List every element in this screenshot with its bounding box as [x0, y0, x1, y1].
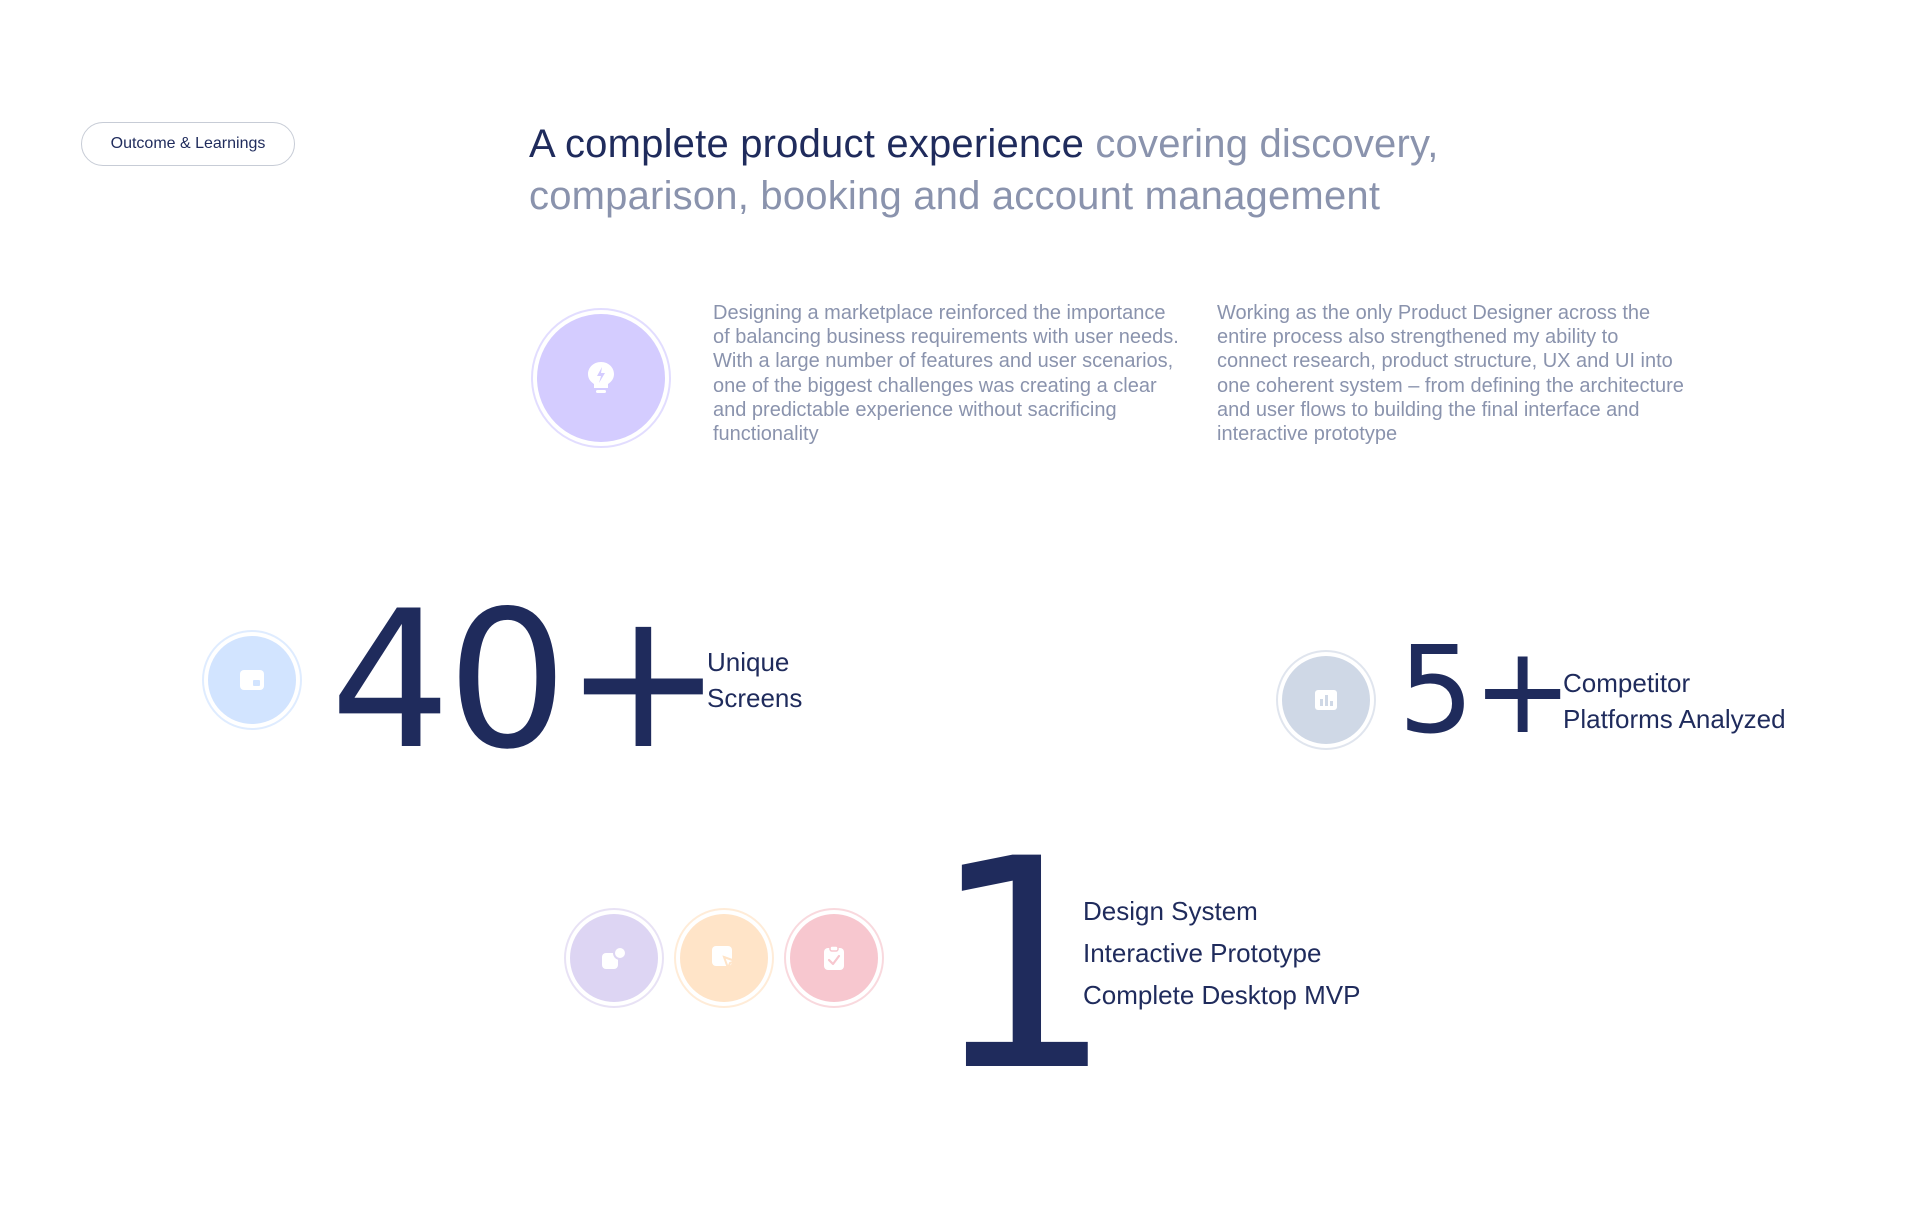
- headline-secondary: covering discovery, comparison, booking …: [529, 122, 1439, 218]
- stat-screens-label-line1: Unique: [707, 647, 790, 677]
- deliverable-interactive-prototype: Interactive Prototype: [1083, 938, 1322, 968]
- clipboard-check-icon: [784, 908, 884, 1008]
- learning-paragraph-1: Designing a marketplace reinforced the i…: [713, 302, 1179, 446]
- stat-screens-label: Unique Screens: [707, 644, 802, 716]
- stat-competitors-value: 5+: [1398, 622, 1573, 761]
- stat-competitors-label-line2: Platforms Analyzed: [1563, 704, 1786, 734]
- cursor-frame-icon: [674, 908, 774, 1008]
- lightbulb-icon: [531, 308, 671, 448]
- stat-screens-label-line2: Screens: [707, 683, 803, 713]
- deliverable-desktop-mvp: Complete Desktop MVP: [1083, 980, 1361, 1010]
- screen-icon: [202, 630, 302, 730]
- learning-paragraph-2: Working as the only Product Designer acr…: [1217, 302, 1684, 446]
- stat-screens-value: 40+: [330, 570, 723, 791]
- headline-primary: A complete product experience: [529, 122, 1085, 166]
- deliverable-design-system: Design System: [1083, 896, 1258, 926]
- section-tag: Outcome & Learnings: [81, 122, 295, 166]
- shapes-icon: [564, 908, 664, 1008]
- stat-competitors-label: Competitor Platforms Analyzed: [1563, 665, 1786, 737]
- deliverables-list: Design System Interactive Prototype Comp…: [1083, 890, 1360, 1016]
- stat-competitors-label-line1: Competitor: [1563, 668, 1691, 698]
- stat-deliverables-value: 1: [930, 798, 1115, 1135]
- bar-chart-icon: [1276, 650, 1376, 750]
- headline: A complete product experience covering d…: [529, 118, 1549, 222]
